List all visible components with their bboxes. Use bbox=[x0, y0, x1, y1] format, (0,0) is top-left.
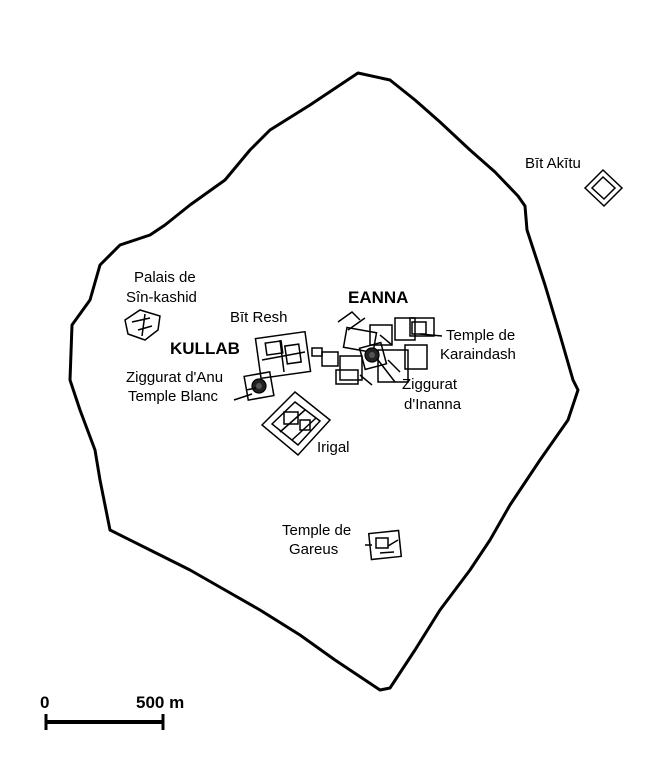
temple-blanc-label: Temple Blanc bbox=[128, 388, 219, 405]
city-wall bbox=[68, 71, 580, 692]
bit-akitu-label: Bīt Akītu bbox=[525, 155, 581, 172]
bit-akitu-building bbox=[583, 168, 624, 208]
bit-resh-label: Bīt Resh bbox=[230, 309, 288, 326]
ziggurat-anu-label: Ziggurat d'Anu bbox=[126, 369, 223, 386]
ziggurat-inanna-label-line1: Ziggurat bbox=[402, 376, 458, 393]
ziggurat-anu-leader bbox=[245, 387, 257, 391]
irigal-building bbox=[260, 390, 332, 457]
temple-karaindash-building bbox=[411, 321, 427, 335]
temple-gareus-label-line2: Gareus bbox=[289, 541, 338, 558]
palais-sin-kashid-building bbox=[124, 309, 161, 341]
eanna-region-label: EANNA bbox=[348, 288, 408, 307]
temple-karaindash-label-line2: Karaindash bbox=[440, 346, 516, 363]
scale-bar bbox=[44, 714, 165, 730]
bit-resh-building bbox=[254, 330, 323, 380]
temple-gareus-label-line1: Temple de bbox=[282, 522, 351, 539]
irigal-label: Irigal bbox=[317, 439, 350, 456]
temple-blanc-leader bbox=[233, 393, 253, 401]
ziggurat-inanna-label-line2: d'Inanna bbox=[404, 396, 462, 413]
temple-karaindash-leader bbox=[419, 333, 443, 337]
kullab-region-label: KULLAB bbox=[170, 339, 240, 358]
scale-start-label: 0 bbox=[40, 693, 49, 712]
ziggurat-inanna-building bbox=[358, 341, 388, 371]
palais-label-line1: Palais de bbox=[134, 269, 196, 286]
ziggurat-anu-building bbox=[243, 371, 275, 401]
temple-gareus-building bbox=[365, 529, 403, 561]
scale-end-label: 500 m bbox=[136, 693, 184, 712]
temple-karaindash-label-line1: Temple de bbox=[446, 327, 515, 344]
palais-label-line2: Sîn-kashid bbox=[126, 289, 197, 306]
eanna-complex bbox=[321, 311, 435, 386]
ziggurat-inanna-leader bbox=[377, 359, 396, 383]
